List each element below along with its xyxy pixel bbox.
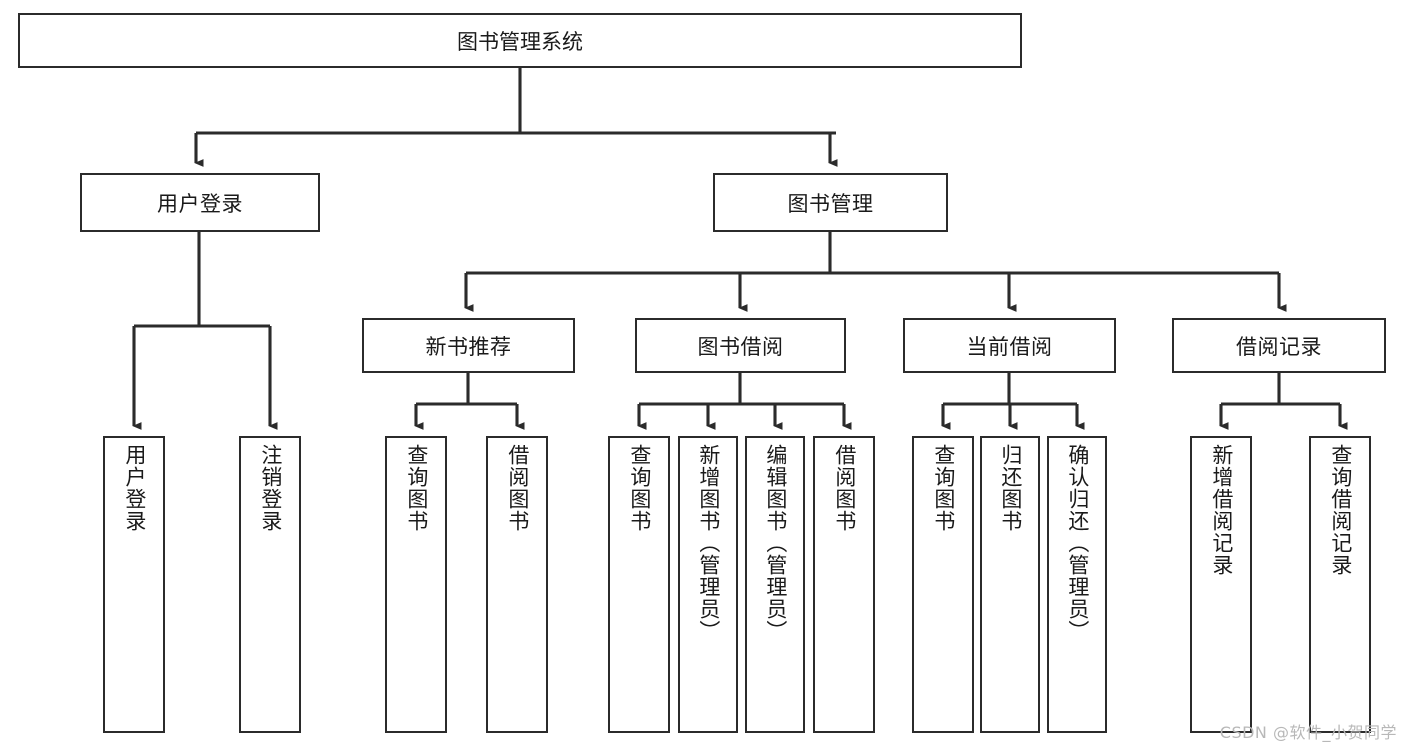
node-new-book-recommend-label: 新书推荐 xyxy=(425,334,512,359)
leaf-borrow-edit-book-admin: 编辑图书（管理员） xyxy=(745,436,805,733)
leaf-label: 归还图书 xyxy=(998,444,1023,532)
node-root-label: 图书管理系统 xyxy=(457,29,583,54)
leaf-borrow-borrow-book: 借阅图书 xyxy=(813,436,875,733)
node-root: 图书管理系统 xyxy=(18,13,1022,68)
leaf-label: 查询图书 xyxy=(404,444,429,532)
leaf-new-book-borrow: 借阅图书 xyxy=(486,436,548,733)
leaf-label: 查询图书 xyxy=(931,444,956,532)
leaf-new-book-query: 查询图书 xyxy=(385,436,447,733)
leaf-label: 查询借阅记录 xyxy=(1328,444,1353,576)
leaf-label: 确认归还（管理员） xyxy=(1065,444,1090,642)
leaf-record-add-record: 新增借阅记录 xyxy=(1190,436,1252,733)
node-new-book-recommend: 新书推荐 xyxy=(362,318,575,373)
leaf-label: 借阅图书 xyxy=(505,444,530,532)
node-book-management: 图书管理 xyxy=(713,173,948,232)
leaf-label: 新增借阅记录 xyxy=(1209,444,1234,576)
node-current-borrow-label: 当前借阅 xyxy=(966,334,1053,359)
leaf-borrow-query-book: 查询图书 xyxy=(608,436,670,733)
node-user-login: 用户登录 xyxy=(80,173,320,232)
leaf-label: 新增图书（管理员） xyxy=(696,444,721,642)
leaf-current-return-book: 归还图书 xyxy=(980,436,1040,733)
node-current-borrow: 当前借阅 xyxy=(903,318,1116,373)
leaf-label: 用户登录 xyxy=(122,444,147,532)
node-book-borrow: 图书借阅 xyxy=(635,318,846,373)
leaf-label: 注销登录 xyxy=(258,444,283,532)
leaf-user-login-login: 用户登录 xyxy=(103,436,165,733)
watermark: CSDN @软件_小贺同学 xyxy=(1219,723,1397,742)
node-user-login-label: 用户登录 xyxy=(157,191,243,216)
leaf-label: 编辑图书（管理员） xyxy=(763,444,788,642)
leaf-record-query-record: 查询借阅记录 xyxy=(1309,436,1371,733)
node-borrow-record: 借阅记录 xyxy=(1172,318,1386,373)
leaf-label: 查询图书 xyxy=(627,444,652,532)
leaf-current-query-book: 查询图书 xyxy=(912,436,974,733)
leaf-label: 借阅图书 xyxy=(832,444,857,532)
node-book-borrow-label: 图书借阅 xyxy=(697,334,784,359)
node-borrow-record-label: 借阅记录 xyxy=(1236,334,1322,359)
leaf-current-confirm-return-admin: 确认归还（管理员） xyxy=(1047,436,1107,733)
leaf-user-login-logout: 注销登录 xyxy=(239,436,301,733)
leaf-borrow-add-book-admin: 新增图书（管理员） xyxy=(678,436,738,733)
node-book-management-label: 图书管理 xyxy=(787,191,874,216)
